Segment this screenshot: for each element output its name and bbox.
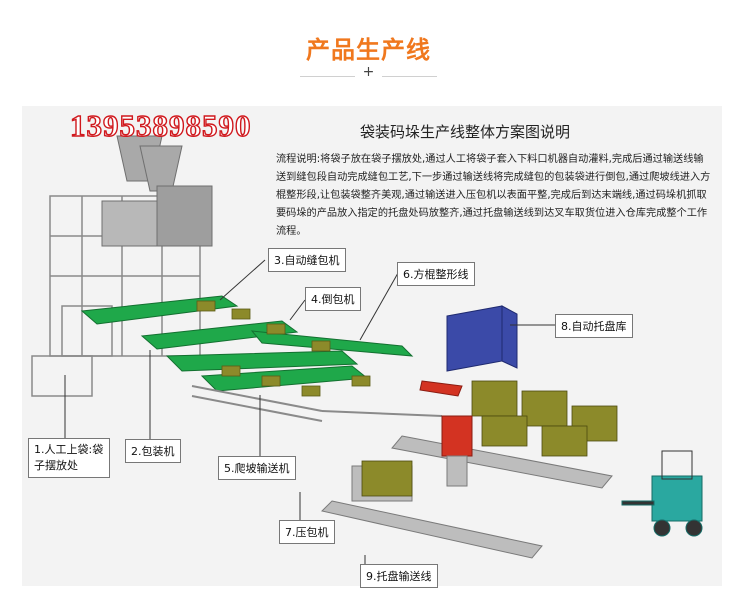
- phone-number: 13953898590: [69, 107, 252, 143]
- divider-left: [300, 76, 355, 77]
- production-line-illustration: [31, 135, 703, 559]
- process-description: 流程说明:将袋子放在袋子摆放处,通过人工将袋子套入下料口机器自动灌料,完成后通过…: [276, 154, 711, 237]
- label-bag-dumper: 4.倒包机: [305, 287, 361, 311]
- hoppers: [101, 135, 213, 247]
- label-packing-machine: 2.包装机: [125, 439, 181, 463]
- label-pallet-conveyor: 9.托盘输送线: [360, 564, 438, 588]
- label-auto-pallet-store: 8.自动托盘库: [555, 314, 633, 338]
- label-roller-shaping-line: 6.方棍整形线: [397, 262, 475, 286]
- label-auto-sewing-machine: 3.自动缝包机: [268, 248, 346, 272]
- label-slope-conveyor: 5.爬坡输送机: [218, 456, 296, 480]
- bags: [196, 300, 371, 397]
- plus-icon: +: [362, 64, 375, 80]
- palletizing-robot: [419, 380, 473, 487]
- pallet-store: [446, 305, 518, 372]
- label-bag-press: 7.压包机: [279, 520, 335, 544]
- diagram-heading: 袋装码垛生产线整体方案图说明: [360, 123, 571, 141]
- page-title: 产品生产线: [306, 36, 431, 64]
- label-manual-bag-loading: 1.人工上袋:袋子摆放处: [28, 438, 110, 478]
- stacked-pallets: [361, 380, 618, 497]
- divider-right: [382, 76, 437, 77]
- forklift: [621, 450, 703, 537]
- slope-conveyor: [191, 385, 443, 422]
